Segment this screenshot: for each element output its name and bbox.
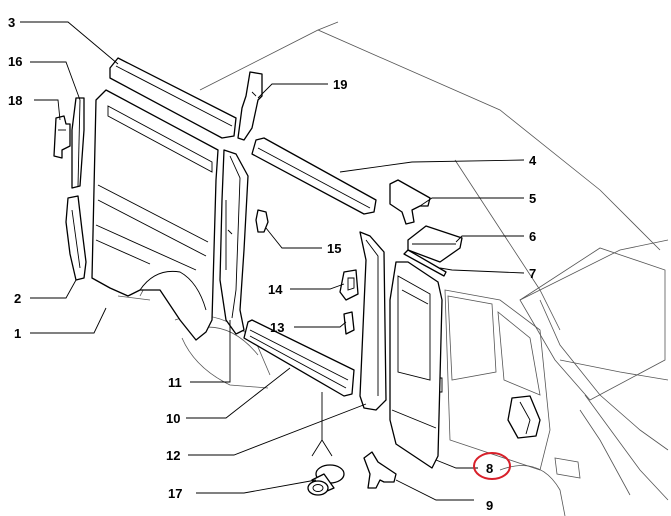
callout-12: 12 (166, 448, 180, 463)
callout-6: 6 (529, 229, 536, 244)
part-12-door-jamb (359, 231, 387, 411)
part-19-pillar-bracket (237, 71, 263, 141)
callout-14: 14 (268, 282, 283, 297)
part-8-sliding-door (389, 261, 443, 469)
callout-13: 13 (270, 320, 284, 335)
part-17-bushing (307, 464, 345, 496)
callout-labels: 3 16 18 2 1 19 4 5 6 7 15 14 13 11 10 12… (8, 15, 537, 513)
callout-10: 10 (166, 411, 180, 426)
part-11-b-pillar (219, 149, 249, 335)
part-15-clip (255, 209, 269, 233)
part-1-side-panel (91, 89, 219, 341)
part-4-upper-rail (251, 137, 377, 215)
part-5-t-bracket (389, 179, 431, 225)
leader-lines (20, 21, 525, 501)
callout-18: 18 (8, 93, 22, 108)
part-10-sill (243, 319, 355, 397)
van-body-outline (117, 21, 669, 516)
part-7-strip (403, 249, 447, 277)
callout-15: 15 (327, 241, 341, 256)
part-18-bracket (53, 115, 71, 159)
callout-17: 17 (168, 486, 182, 501)
callout-4: 4 (529, 153, 537, 168)
part-13-plate (343, 311, 355, 335)
part-14-bracket (339, 269, 359, 301)
callout-2: 2 (14, 291, 21, 306)
callout-7: 7 (529, 266, 536, 281)
highlight-ring-callout-8 (473, 452, 511, 480)
callout-1: 1 (14, 326, 21, 341)
part-9-lower-bracket (363, 451, 397, 489)
callout-5: 5 (529, 191, 536, 206)
part-16-rear-strip (71, 97, 85, 189)
callout-16: 16 (8, 54, 22, 69)
callout-8: 8 (486, 461, 493, 476)
callout-9: 9 (486, 498, 493, 513)
part-3-roof-rail (109, 57, 237, 139)
callout-3: 3 (8, 15, 15, 30)
callout-19: 19 (333, 77, 347, 92)
part-2-rear-corner (65, 195, 87, 281)
callout-11: 11 (168, 375, 182, 390)
